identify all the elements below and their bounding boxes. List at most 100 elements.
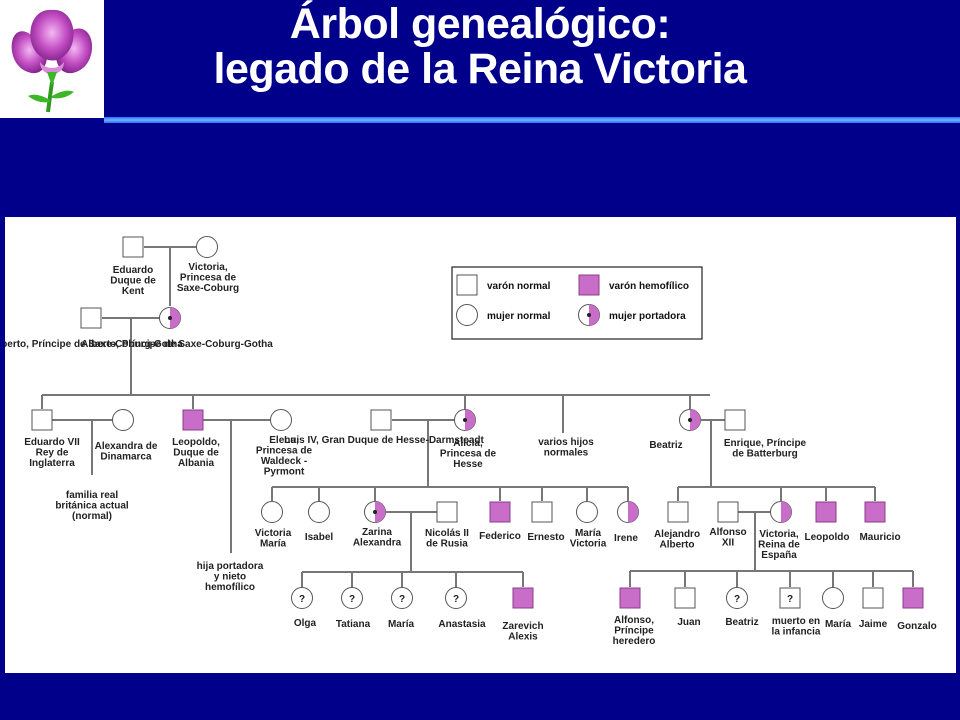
unknown-mark: ? [734, 594, 740, 605]
pedigree-panel: ? ? ? ? ? ? varón normal varón hemofílic… [5, 217, 956, 673]
label-gonzalo: Gonzalo [897, 621, 936, 632]
label-jaime: Jaime [859, 619, 888, 630]
jaime-male-symbol [862, 587, 884, 609]
gonzalo-hemophilic-symbol [902, 587, 924, 609]
sweet-pea-flower-logo [0, 0, 104, 118]
eduardo-kent-male-symbol [122, 236, 144, 258]
victoria-saxe-female-symbol [196, 236, 218, 258]
irene-carrier-symbol [617, 501, 639, 523]
page-title: Árbol genealógico: legado de la Reina Vi… [110, 2, 850, 92]
legend-normal-male-label: varón normal [487, 281, 551, 292]
title-underline-bar [104, 117, 960, 123]
label-beatriz-e: Beatriz [725, 617, 758, 628]
label-maria-r: María [388, 619, 415, 630]
sweet-pea-flower-icon [11, 9, 93, 113]
label-leopoldo-son: Leopoldo [805, 532, 850, 543]
pedigree-lines [41, 246, 914, 587]
legend: varón normal varón hemofílico mujer norm… [451, 266, 703, 340]
unknown-mark: ? [453, 594, 459, 605]
leopoldo-hemophilic-symbol [182, 409, 204, 431]
label-irene: Irene [614, 533, 638, 544]
label-isabel: Isabel [305, 532, 334, 543]
label-maria-e: María [825, 619, 852, 630]
isabel-female-symbol [308, 501, 330, 523]
federico-hemophilic-symbol [489, 501, 511, 523]
legend-carrier-female-label: mujer portadora [609, 311, 686, 322]
label-alberto: Alberto, Príncipe de Saxe-Coburg-Gotha [5, 339, 183, 350]
mauricio-hemophilic-symbol [864, 501, 886, 523]
anastasia-unknown-female-symbol: ? [445, 587, 467, 609]
tatiana-unknown-female-symbol: ? [341, 587, 363, 609]
legend-box [451, 266, 703, 340]
enrique-male-symbol [724, 409, 746, 431]
eduardo-vii-male-symbol [31, 409, 53, 431]
label-juan: Juan [677, 617, 700, 628]
legend-normal-female-label: mujer normal [487, 311, 551, 322]
victoria-espana-carrier-symbol [770, 501, 792, 523]
legend-hemophilic-male-icon [578, 274, 600, 296]
title-line-1: Árbol genealógico: [289, 0, 671, 48]
nicolas-ii-male-symbol [436, 501, 458, 523]
label-luis-iv: Luis IV, Gran Duque de Hesse-Darmsteadt [284, 435, 484, 446]
pedigree-diagram: ? ? ? ? ? ? varón normal varón hemofílic… [5, 236, 937, 647]
alexandra-female-symbol [112, 409, 134, 431]
alfonso-heredero-hemophilic-symbol [619, 587, 641, 609]
alicia-carrier-symbol [454, 409, 476, 431]
ernesto-male-symbol [531, 501, 553, 523]
victoria-maria-female-symbol [261, 501, 283, 523]
maria-e-female-symbol [822, 587, 844, 609]
zarina-carrier-symbol [364, 501, 386, 523]
unknown-mark: ? [787, 594, 793, 605]
legend-normal-male-icon [456, 274, 478, 296]
queen-victoria-carrier-symbol [159, 307, 181, 329]
label-federico: Federico [479, 531, 521, 542]
olga-unknown-female-symbol: ? [291, 587, 313, 609]
beatriz-carrier-symbol [679, 409, 701, 431]
unknown-mark: ? [349, 594, 355, 605]
beatriz-e-unknown-female-symbol: ? [726, 587, 748, 609]
maria-victoria-female-symbol [576, 501, 598, 523]
label-beatriz: Beatriz [649, 440, 682, 451]
alfonso-xii-male-symbol [717, 501, 739, 523]
luis-iv-male-symbol [370, 409, 392, 431]
alejandro-alberto-male-symbol [667, 501, 689, 523]
label-anastasia: Anastasia [438, 619, 486, 630]
label-ernesto: Ernesto [527, 532, 564, 543]
maria-r-unknown-female-symbol: ? [391, 587, 413, 609]
label-queen-victoria: Alberto, Príncipe de Saxe-Coburg-Gotha [81, 339, 273, 350]
label-olga: Olga [294, 618, 317, 629]
label-mauricio: Mauricio [859, 532, 900, 543]
unknown-mark: ? [399, 594, 405, 605]
unknown-mark: ? [299, 594, 305, 605]
juan-male-symbol [674, 587, 696, 609]
alberto-male-symbol [80, 307, 102, 329]
legend-normal-female-icon [456, 304, 478, 326]
leopoldo-son-hemophilic-symbol [815, 501, 837, 523]
elena-female-symbol [270, 409, 292, 431]
title-line-2: legado de la Reina Victoria [213, 45, 747, 93]
legend-carrier-female-icon [578, 304, 600, 326]
legend-hemophilic-male-label: varón hemofílico [609, 281, 689, 292]
